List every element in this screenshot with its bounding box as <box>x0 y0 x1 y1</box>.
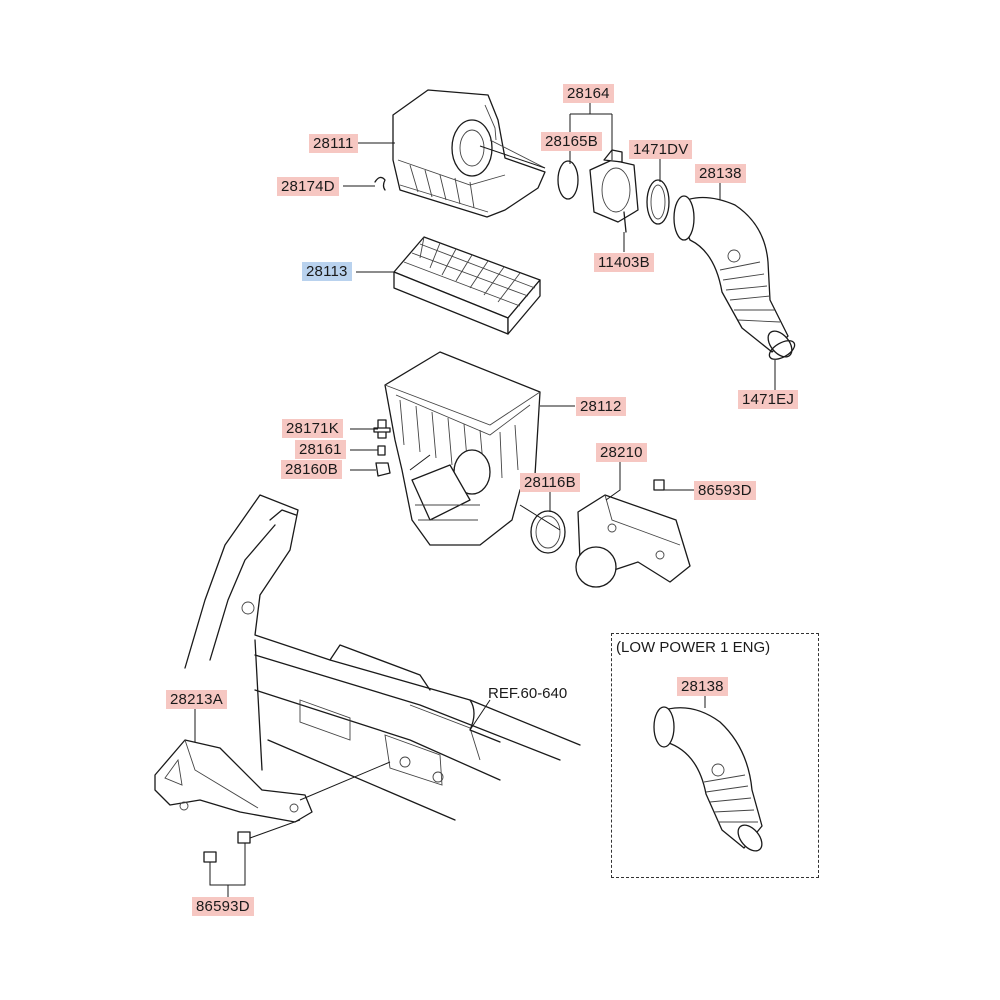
air-guide <box>154 739 313 823</box>
inset-title: (LOW POWER 1 ENG) <box>616 639 771 656</box>
low-power-engine-inset <box>611 633 819 878</box>
mounting-hardware <box>373 419 391 477</box>
reference-label: REF.60-640 <box>488 685 568 702</box>
label-28161[interactable]: 28161 <box>295 440 346 459</box>
hose-clamp-lower <box>768 340 796 360</box>
label-28112[interactable]: 28112 <box>576 397 626 416</box>
body-frame <box>184 494 581 821</box>
gasket <box>557 160 579 200</box>
air-intake-hose <box>673 195 793 358</box>
label-28210[interactable]: 28210 <box>596 443 647 462</box>
label-28116B[interactable]: 28116B <box>520 473 580 492</box>
air-flow-sensor <box>589 149 639 233</box>
label-28174D[interactable]: 28174D <box>277 177 339 196</box>
label-1471EJ[interactable]: 1471EJ <box>738 390 799 409</box>
duct-gasket <box>530 510 566 554</box>
air-cleaner-body <box>384 351 541 546</box>
air-cleaner-cover <box>392 89 546 218</box>
guide-bolt-right <box>237 831 251 844</box>
hose-clamp-upper <box>646 179 670 225</box>
label-86593D-bottom[interactable]: 86593D <box>192 897 254 916</box>
guide-bolt-left <box>203 851 217 863</box>
label-28138-top[interactable]: 28138 <box>695 164 746 183</box>
inset-air-intake-hose <box>653 706 763 852</box>
label-28138-inset[interactable]: 28138 <box>677 677 728 696</box>
label-86593D-right[interactable]: 86593D <box>694 481 756 500</box>
label-28111[interactable]: 28111 <box>309 134 358 153</box>
label-11403B[interactable]: 11403B <box>594 253 654 272</box>
air-duct <box>575 494 691 588</box>
label-28171K[interactable]: 28171K <box>282 419 343 438</box>
label-28164[interactable]: 28164 <box>563 84 614 103</box>
label-28213A[interactable]: 28213A <box>166 690 227 709</box>
label-1471DV[interactable]: 1471DV <box>629 140 693 159</box>
cover-clip <box>374 176 386 191</box>
label-28113[interactable]: 28113 <box>302 262 352 281</box>
duct-bolt <box>653 479 665 491</box>
label-28165B[interactable]: 28165B <box>541 132 602 151</box>
label-28160B[interactable]: 28160B <box>281 460 342 479</box>
air-filter-element <box>393 236 541 335</box>
leader-lines <box>194 102 776 897</box>
